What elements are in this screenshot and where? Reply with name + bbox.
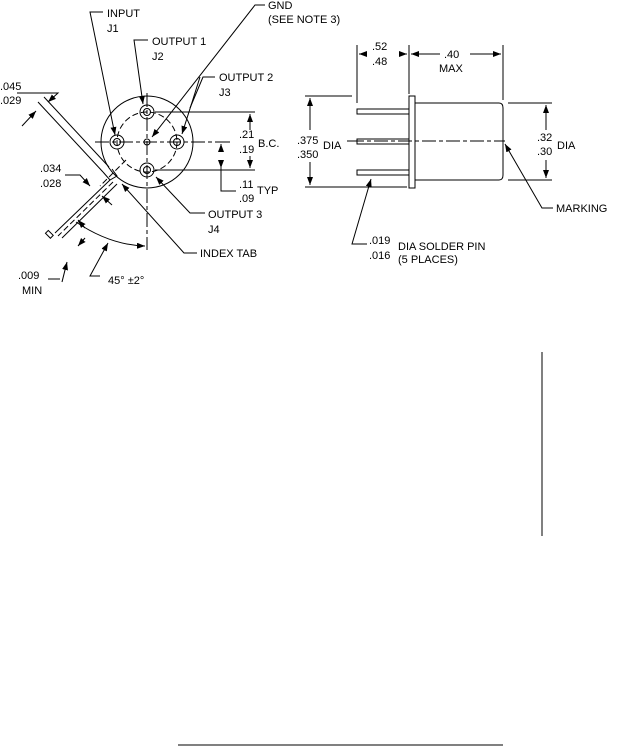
typ-label: TYP — [257, 185, 278, 197]
gap-min-value: .009 — [18, 270, 39, 282]
input-jack: J1 — [107, 23, 119, 35]
solder-pins — [356, 108, 410, 176]
gnd-label: GND — [268, 0, 293, 12]
body-dia-label: DIA — [557, 140, 576, 152]
body-dia-max: .32 — [537, 132, 552, 144]
typ-min: .09 — [239, 193, 254, 205]
bc-label: B.C. — [258, 138, 279, 150]
output2-label: OUTPUT 2 — [219, 72, 273, 84]
flange — [408, 95, 416, 189]
typ-max: .11 — [239, 179, 253, 191]
pin-length-min: .48 — [372, 56, 387, 68]
input-label: INPUT — [107, 8, 140, 20]
body-length-label: MAX — [439, 63, 464, 75]
pin-holes — [109, 104, 185, 178]
bc-min: .19 — [239, 144, 254, 156]
gap-min-label: MIN — [22, 285, 42, 297]
body-length: .40 — [444, 49, 459, 61]
flange-dia-label: DIA — [323, 140, 342, 152]
output1-jack: J2 — [152, 51, 164, 63]
output2-jack: J3 — [219, 87, 231, 99]
index-tab — [37, 96, 127, 239]
output3-jack: J4 — [208, 224, 220, 236]
output3-label: OUTPUT 3 — [208, 209, 262, 221]
gnd-note: (SEE NOTE 3) — [268, 14, 340, 26]
pin-dia-label: DIA SOLDER PIN — [398, 241, 485, 253]
front-view: INPUT J1 OUTPUT 1 J2 GND (SEE NOTE 3) OU… — [0, 0, 340, 297]
bc-max: .21 — [239, 129, 254, 141]
pin-dia-max: .019 — [369, 235, 390, 247]
body-dia-min: .30 — [537, 146, 552, 158]
side-view: .52 .48 .40 MAX .375 .350 DIA .32 .30 DI… — [297, 41, 607, 266]
pin-dia-min: .016 — [369, 250, 390, 262]
pin-length-max: .52 — [372, 41, 387, 53]
tab-width-min: .028 — [40, 178, 61, 190]
index-tab-label: INDEX TAB — [200, 248, 257, 260]
tab-width-max: .034 — [40, 163, 61, 175]
marking-label: MARKING — [556, 203, 607, 215]
output1-label: OUTPUT 1 — [152, 36, 206, 48]
flange-dia-max: .375 — [297, 135, 318, 147]
pin-count: (5 PLACES) — [398, 254, 458, 266]
lead-width-min: .029 — [0, 95, 21, 107]
flange-dia-min: .350 — [297, 149, 318, 161]
lead-width-max: .045 — [0, 81, 21, 93]
angle-label: 45° ±2° — [108, 275, 144, 287]
